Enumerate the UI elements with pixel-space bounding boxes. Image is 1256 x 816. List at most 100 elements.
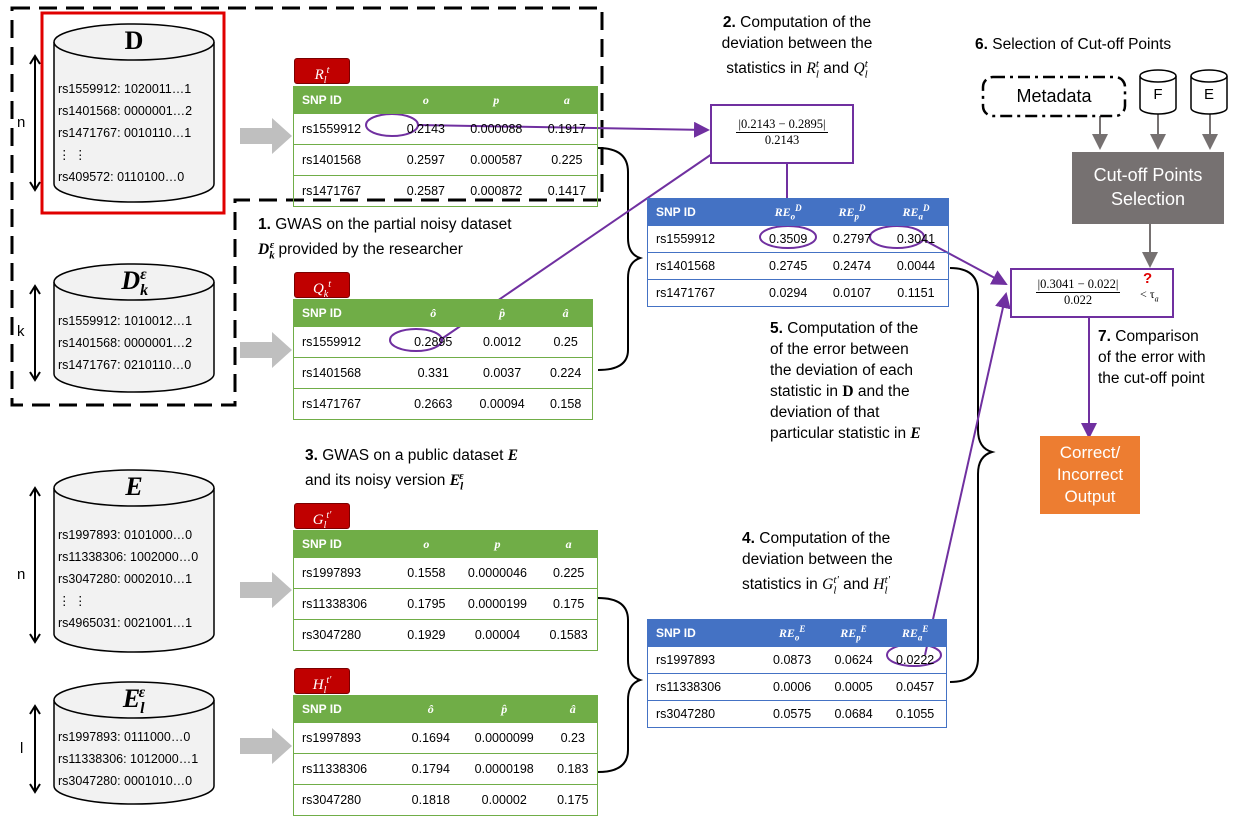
cell: 0.1794 xyxy=(401,753,460,785)
math-symbol: D xyxy=(842,383,854,400)
re-sup: E xyxy=(860,623,867,634)
cell: 0.0457 xyxy=(884,673,947,701)
cell: rs1471767 xyxy=(293,388,402,420)
re-label: RE xyxy=(901,625,918,640)
column-header: ô xyxy=(401,695,460,723)
tag-letter: H xyxy=(312,677,324,693)
cell: 0.0037 xyxy=(464,357,540,389)
step-text: and xyxy=(838,576,874,594)
math-sub: l xyxy=(864,68,868,81)
cell: 0.00002 xyxy=(459,784,549,816)
math-symbol: R xyxy=(806,60,816,78)
step4-caption: 4. Computation of the deviation between … xyxy=(742,528,893,601)
dataset-dk-sup: ε xyxy=(140,266,147,284)
cell: rs1559912 xyxy=(293,326,402,358)
dataset-row: rs1401568: 0000001…2 xyxy=(58,104,193,118)
cell: rs1401568 xyxy=(293,357,402,389)
step5-caption: 5. Computation of the of the error betwe… xyxy=(770,318,921,444)
dataset-row: rs1997893: 0101000…0 xyxy=(58,528,193,542)
cell: 0.175 xyxy=(548,784,598,816)
step-number: 6. xyxy=(975,36,988,53)
dataset-el-cylinder: Elε rs1997893: 0111000…0 rs11338306: 101… xyxy=(52,680,216,806)
column-header: ô xyxy=(401,299,465,327)
column-header: SNP ID xyxy=(647,619,762,647)
math-sup: t xyxy=(864,58,868,70)
math-symbol: Q xyxy=(853,60,865,78)
dataset-e-title: E xyxy=(125,472,143,501)
dataset-row: rs4965031: 0021001…1 xyxy=(58,616,193,630)
cell: 0.0012 xyxy=(464,326,540,358)
dataset-row: rs1401568: 0000001…2 xyxy=(58,336,193,350)
math-sub: l xyxy=(815,68,819,81)
cell: 0.1417 xyxy=(536,175,598,207)
re-label: RE xyxy=(778,625,795,640)
cell: rs1997893 xyxy=(293,722,402,754)
column-header: REaE xyxy=(884,619,947,647)
math-sub: k xyxy=(269,249,275,262)
tag-sup: t xyxy=(326,65,330,76)
formula-numerator: |0.3041 − 0.022| xyxy=(1035,277,1121,293)
dataset-dk-sub: k xyxy=(140,282,149,300)
tag-sub: l xyxy=(323,75,327,86)
size-label-k: k xyxy=(17,323,25,340)
step-text: of the error between xyxy=(770,341,909,358)
metadata-box xyxy=(981,75,1127,118)
cell: rs1997893 xyxy=(647,646,762,674)
math-sup: t' xyxy=(884,574,890,586)
tag-sup: t' xyxy=(326,510,332,521)
size-label-n: n xyxy=(17,566,26,583)
dataset-el-sub: l xyxy=(140,700,145,718)
column-header: p̂ xyxy=(464,299,540,327)
math-sub: l xyxy=(884,584,888,597)
cell: 0.0575 xyxy=(761,700,823,728)
re-sup: D xyxy=(795,202,802,213)
column-header: SNP ID xyxy=(293,299,402,327)
dataset-row: ⋮ ⋮ xyxy=(58,148,87,162)
step-number: 5. xyxy=(770,320,783,337)
math-sup: ε xyxy=(459,470,464,482)
cell: 0.1795 xyxy=(398,588,455,620)
math-symbol: E xyxy=(910,425,921,442)
column-header: REoE xyxy=(761,619,823,647)
metadata-label: Metadata xyxy=(1016,86,1092,106)
step-text: Computation of the xyxy=(735,14,872,31)
cell: rs11338306 xyxy=(293,753,402,785)
tag-sup: t xyxy=(328,279,332,290)
column-header: a xyxy=(540,530,598,558)
cell: rs1471767 xyxy=(293,175,396,207)
re-sub: a xyxy=(917,632,923,643)
math-sub: l xyxy=(833,584,837,597)
cell: 0.0044 xyxy=(883,252,949,280)
step-text: the cut-off point xyxy=(1098,370,1205,387)
cutoff-selection-box: Cut-off Points Selection xyxy=(1072,152,1224,224)
step-text: the deviation of each xyxy=(770,362,914,379)
cell: 0.0684 xyxy=(822,700,885,728)
dataset-row: rs11338306: 1012000…1 xyxy=(58,752,199,766)
formula-comparison: < τ xyxy=(1140,287,1155,301)
re-sup: D xyxy=(858,202,866,213)
e-dataset-label: E xyxy=(1203,86,1214,103)
cell: 0.2895 xyxy=(401,326,465,358)
math-symbol: E xyxy=(507,447,519,464)
cell: 0.0000199 xyxy=(454,588,541,620)
cell: 0.158 xyxy=(539,388,593,420)
cell: 0.0005 xyxy=(822,673,885,701)
step-text: deviation between the xyxy=(742,551,893,568)
cell: 0.0222 xyxy=(884,646,947,674)
cell: 0.2745 xyxy=(756,252,821,280)
re-label: RE xyxy=(840,625,857,640)
step-text: Computation of the xyxy=(782,320,919,337)
cell: 0.1558 xyxy=(398,557,455,589)
re-sup: E xyxy=(922,623,929,634)
step-number: 7. xyxy=(1098,328,1111,345)
formula-numerator: |0.2143 − 0.2895| xyxy=(736,117,828,133)
math-symbol: H xyxy=(873,576,885,594)
